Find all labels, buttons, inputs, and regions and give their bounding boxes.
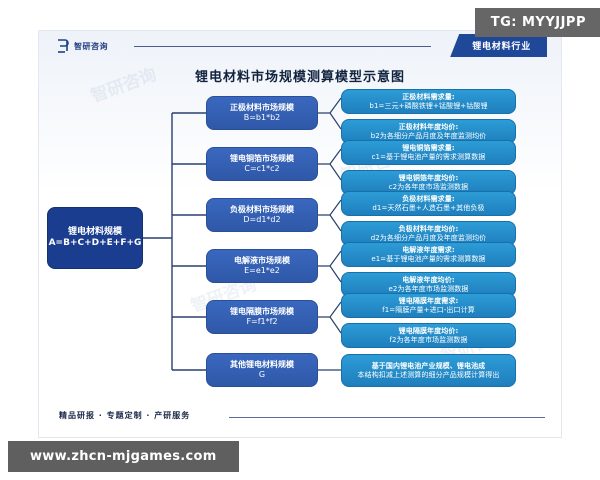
branch-node-formula: B=b1*b2	[243, 113, 281, 122]
root-node-title: 锂电材料规模	[67, 226, 122, 237]
branch-node-5[interactable]: 锂电隔膜市场规模 F=f1*f2	[206, 300, 318, 334]
detail-node-3a[interactable]: 负极材料需求量: d1=天然石墨+人造石墨+其他负极	[341, 191, 516, 216]
branch-node-formula: D=d1*d2	[243, 215, 281, 224]
detail-node-label: 锂电隔膜年度均价:	[398, 326, 459, 335]
branch-node-3[interactable]: 负极材料市场规模 D=d1*d2	[206, 198, 318, 232]
detail-node-5b[interactable]: 锂电隔膜年度均价: f2为各年度市场监测数据	[341, 323, 516, 348]
detail-node-label: 电解液年度均价:	[402, 275, 455, 284]
detail-node-label: 负极材料年度均价:	[398, 224, 459, 233]
zhiyan-logo-icon	[57, 39, 70, 53]
detail-node-value: b1=三元+磷酸铁锂+锰酸锂+钴酸锂	[369, 101, 488, 110]
detail-node-value: f1=隔膜产量+进口-出口计算	[382, 305, 475, 314]
branch-node-1[interactable]: 正极材料市场规模 B=b1*b2	[206, 96, 318, 130]
detail-node-5a[interactable]: 锂电隔膜年度需求: f1=隔膜产量+进口-出口计算	[341, 293, 516, 318]
detail-node-label: 正极材料需求量:	[402, 92, 455, 101]
telegram-watermark: TG: MYYJJPP	[474, 8, 600, 37]
detail-node-label: 锂电隔膜年度需求:	[398, 296, 459, 305]
detail-node-6a[interactable]: 基于国内锂电池产业规模、锂电池成 本结构扣减上述测算的细分产品规模计算得出	[341, 354, 516, 387]
detail-node-2a[interactable]: 锂电铜箔需求量: c1=基于锂电池产量的需求测算数据	[341, 140, 516, 165]
branch-node-formula: E=e1*e2	[244, 266, 280, 275]
industry-tag: 锂电材料行业	[450, 34, 547, 57]
detail-node-value: c1=基于锂电池产量的需求测算数据	[371, 152, 486, 161]
detail-node-label: 负极材料需求量:	[402, 194, 455, 203]
branch-node-2[interactable]: 锂电铜箔市场规模 C=c1*c2	[206, 147, 318, 181]
branch-node-4[interactable]: 电解液市场规模 E=e1*e2	[206, 249, 318, 283]
footer-divider	[229, 417, 545, 418]
branch-node-title: 正极材料市场规模	[230, 103, 294, 112]
detail-node-label: 电解液年度需求:	[402, 245, 455, 254]
detail-node-value: 本结构扣减上述测算的细分产品规模计算得出	[357, 370, 500, 379]
detail-node-1b[interactable]: 正极材料年度均价: b2为各细分产品月度及年度监测均价	[341, 119, 516, 144]
brand-name: 智研咨询	[74, 41, 108, 51]
branch-node-formula: G	[258, 370, 266, 379]
detail-node-4b[interactable]: 电解液年度均价: e2为各年度市场监测数据	[341, 272, 516, 297]
branch-node-title: 锂电隔膜市场规模	[230, 307, 294, 316]
detail-node-1a[interactable]: 正极材料需求量: b1=三元+磷酸铁锂+锰酸锂+钴酸锂	[341, 89, 516, 114]
header-divider	[134, 46, 431, 47]
detail-node-value: f2为各年度市场监测数据	[389, 335, 468, 344]
detail-node-4a[interactable]: 电解液年度需求: e1=基于锂电池产量的需求测算数据	[341, 242, 516, 267]
detail-node-value: b2为各细分产品月度及年度监测均价	[370, 131, 487, 140]
detail-node-label: 正极材料年度均价:	[398, 122, 459, 131]
root-node[interactable]: 锂电材料规模 A=B+C+D+E+F+G	[47, 207, 143, 269]
detail-node-label: 锂电铜箔需求量:	[402, 143, 455, 152]
branch-node-title: 锂电铜箔市场规模	[230, 154, 294, 163]
branch-node-6[interactable]: 其他锂电材料规模 G	[206, 353, 318, 387]
footer-slogan: 精品研报 · 专题定制 · 产研服务	[59, 411, 191, 420]
branch-node-formula: C=c1*c2	[244, 164, 280, 173]
detail-node-3b[interactable]: 负极材料年度均价: d2为各细分产品月度及年度监测均价	[341, 221, 516, 246]
detail-node-value: d1=天然石墨+人造石墨+其他负极	[372, 203, 485, 212]
branch-node-title: 负极材料市场规模	[230, 205, 294, 214]
slide-footer: 精品研报 · 专题定制 · 产研服务	[39, 407, 561, 429]
detail-node-value: c2为各年度市场监测数据	[388, 182, 469, 191]
branch-node-title: 电解液市场规模	[234, 256, 290, 265]
root-node-formula: A=B+C+D+E+F+G	[48, 238, 142, 248]
detail-node-value: e1=基于锂电池产量的需求测算数据	[371, 254, 486, 263]
brand-logo: 智研咨询	[57, 39, 108, 53]
report-slide: 智研咨询 智研咨询 智研咨询 智研咨询 智研咨询 智研咨询 锂电材料行业 锂电材…	[38, 30, 562, 438]
branch-node-title: 其他锂电材料规模	[230, 360, 294, 369]
detail-node-label: 基于国内锂电池产业规模、锂电池成	[371, 361, 486, 370]
branch-node-formula: F=f1*f2	[246, 317, 278, 326]
slide-header: 智研咨询 锂电材料行业	[39, 31, 561, 59]
page-title: 锂电材料市场规模测算模型示意图	[194, 70, 405, 85]
diagram-canvas: 锂电材料规模 A=B+C+D+E+F+G 正极材料市场规模 B=b1*b2 锂电…	[39, 89, 563, 409]
detail-node-value: e2为各年度市场监测数据	[388, 284, 469, 293]
detail-node-value: d2为各细分产品月度及年度监测均价	[370, 233, 487, 242]
detail-node-label: 锂电铜箔年度均价:	[398, 173, 459, 182]
site-watermark: www.zhcn-mjgames.com	[8, 441, 239, 472]
